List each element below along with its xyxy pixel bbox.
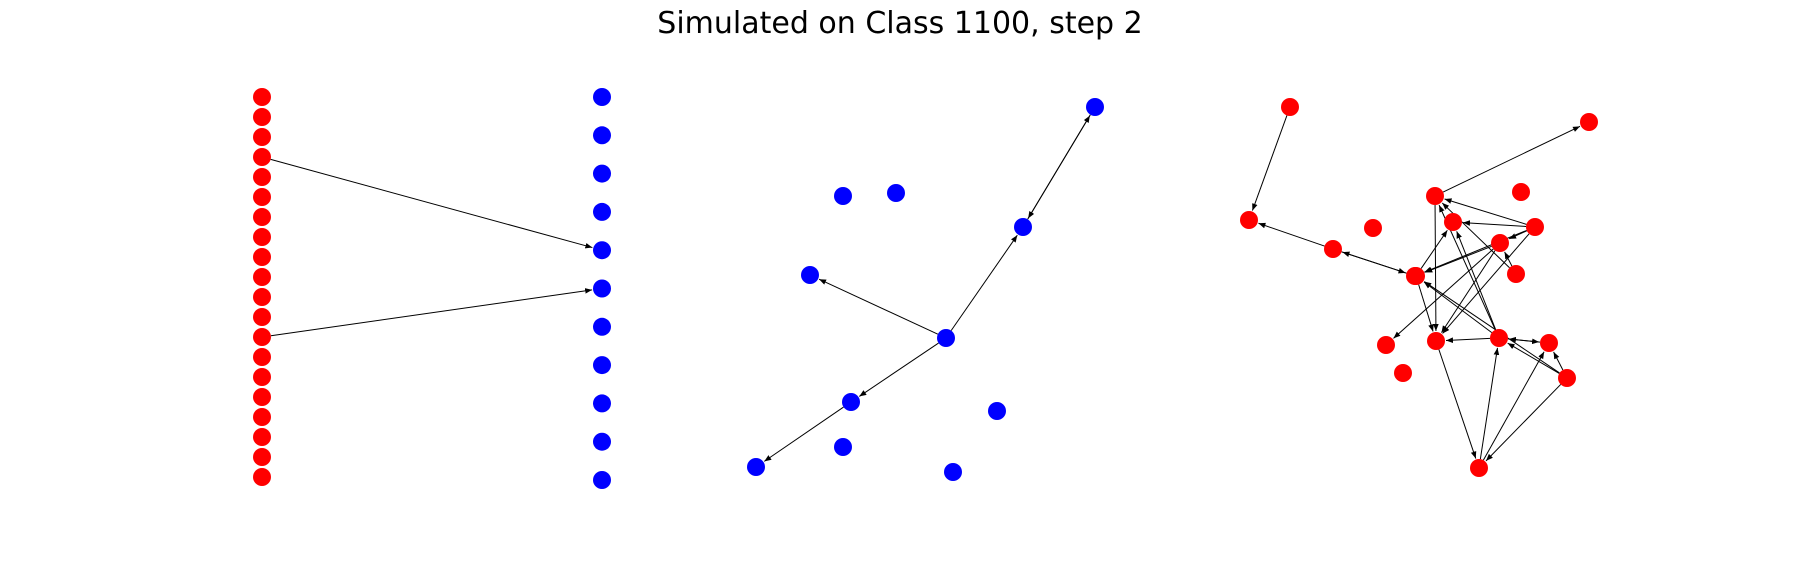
- node-m1: [1580, 113, 1598, 131]
- edge-m12-m7: [1420, 229, 1448, 269]
- node-n10: [944, 463, 962, 481]
- node-r9: [253, 268, 271, 286]
- node-m12: [1407, 267, 1425, 285]
- edge-n0-n2: [1027, 114, 1091, 219]
- edge-n5-n4: [818, 278, 939, 335]
- node-m6: [1426, 187, 1444, 205]
- node-r18: [253, 448, 271, 466]
- node-m14: [1490, 329, 1508, 347]
- node-r8: [253, 248, 271, 266]
- node-b10: [593, 471, 611, 489]
- node-b1: [593, 126, 611, 145]
- node-n1: [834, 187, 852, 205]
- node-b7: [593, 356, 611, 375]
- edge-m14-m13: [1445, 337, 1491, 343]
- node-r17: [253, 428, 271, 446]
- node-m3: [1512, 183, 1530, 201]
- edge-m6-m1: [1442, 125, 1581, 193]
- node-r14: [253, 368, 271, 386]
- node-r16: [253, 408, 271, 426]
- panel-blue-graph: [747, 98, 1104, 481]
- node-r6: [253, 208, 271, 226]
- edge-n7-n9: [763, 406, 844, 462]
- edge-m11-m12: [1424, 281, 1560, 374]
- node-r12: [253, 328, 271, 346]
- edge-m10-m4: [1504, 251, 1513, 267]
- node-r2: [253, 128, 271, 146]
- node-r15: [253, 388, 271, 406]
- node-n5: [937, 329, 955, 347]
- edge-m0-m2: [1251, 115, 1288, 211]
- panel-bipartite: [253, 88, 611, 489]
- figure-title: Simulated on Class 1100, step 2: [657, 6, 1143, 41]
- node-m15: [1540, 334, 1558, 352]
- node-r0: [253, 88, 271, 106]
- edge-m8-m4: [1508, 230, 1528, 240]
- node-m17: [1394, 364, 1412, 382]
- node-r11: [253, 308, 271, 326]
- node-n6: [988, 402, 1006, 420]
- node-n7: [842, 393, 860, 411]
- node-m11: [1558, 369, 1576, 387]
- edge-m15-m14: [1508, 336, 1541, 343]
- node-m0: [1281, 98, 1299, 116]
- edge-m8-m13: [1442, 233, 1530, 334]
- node-m8: [1526, 218, 1544, 236]
- node-b6: [593, 317, 611, 336]
- node-r13: [253, 348, 271, 366]
- node-b5: [593, 279, 611, 298]
- node-r19: [253, 468, 271, 486]
- node-r1: [253, 108, 271, 126]
- edge-m4-m16: [1393, 248, 1494, 339]
- node-m10: [1507, 265, 1525, 283]
- edge-m12-m13: [1418, 284, 1434, 332]
- node-b8: [593, 394, 611, 413]
- edge-m9-m5: [1342, 251, 1407, 274]
- node-n0: [1086, 98, 1104, 116]
- node-m7: [1444, 213, 1462, 231]
- edge-m8-m7: [1462, 220, 1527, 227]
- node-m4: [1491, 234, 1509, 252]
- node-b3: [593, 202, 611, 221]
- node-m18: [1470, 459, 1488, 477]
- edge-m4-m13: [1441, 250, 1496, 333]
- edge-m13-m18: [1438, 349, 1477, 459]
- node-b4: [593, 241, 611, 260]
- edge-m14-m12: [1423, 281, 1493, 334]
- node-m19: [1364, 219, 1382, 237]
- edge-m18-m15: [1482, 351, 1545, 461]
- node-b2: [593, 164, 611, 183]
- edge-m11-m18: [1485, 384, 1562, 462]
- node-m5: [1324, 240, 1342, 258]
- edge-m8-m6: [1444, 198, 1527, 225]
- node-r7: [253, 228, 271, 246]
- edge-r3-b4: [270, 158, 593, 249]
- node-n9: [747, 458, 765, 476]
- edge-m11-m14: [1507, 342, 1560, 374]
- node-n4: [801, 266, 819, 284]
- edge-m4-m12: [1425, 245, 1492, 273]
- edge-m18-m14: [1479, 347, 1500, 460]
- panel-red-graph: [1240, 98, 1598, 477]
- node-m2: [1240, 211, 1258, 229]
- node-r4: [253, 168, 271, 186]
- node-r3: [253, 148, 271, 166]
- node-b9: [593, 432, 611, 451]
- edge-m5-m2: [1258, 222, 1325, 247]
- node-n8: [834, 438, 852, 456]
- node-b0: [593, 88, 611, 106]
- edge-m8-m9: [1424, 229, 1527, 273]
- node-n2: [1014, 218, 1032, 236]
- node-r5: [253, 188, 271, 206]
- node-m13: [1427, 332, 1445, 350]
- edge-m11-m15: [1553, 351, 1564, 371]
- edge-m14-m7: [1456, 231, 1497, 330]
- node-m16: [1377, 336, 1395, 354]
- edge-n5-n2: [950, 234, 1018, 331]
- edge-r12-b5: [270, 288, 593, 337]
- node-n3: [887, 184, 905, 202]
- node-r10: [253, 288, 271, 306]
- edge-n5-n7: [859, 342, 939, 397]
